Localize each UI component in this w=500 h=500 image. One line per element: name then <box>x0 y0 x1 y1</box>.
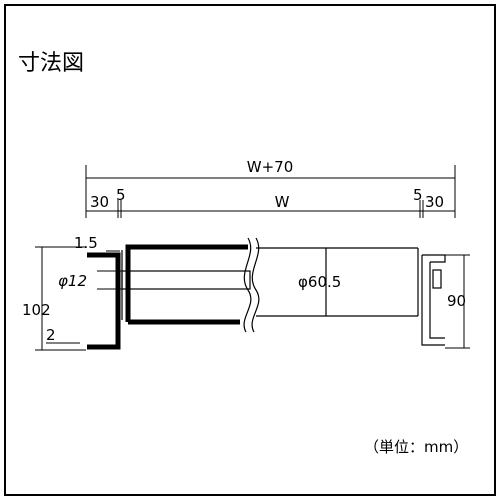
right-frame-top <box>422 254 446 263</box>
roller-bracket <box>125 244 248 322</box>
right-inner-label: 5 <box>413 186 423 204</box>
drawing-title: 寸法図 <box>18 51 84 76</box>
right-outer-label: 30 <box>425 193 444 211</box>
flange-thickness-label: 1.5 <box>74 234 98 252</box>
right-bracket-slot <box>432 269 442 289</box>
shaft <box>121 270 251 290</box>
total-width-label: W+70 <box>247 158 294 176</box>
frame-height-label: 102 <box>22 301 51 319</box>
left-frame-channel <box>87 252 121 350</box>
left-outer-label: 30 <box>90 193 109 211</box>
right-frame-outer <box>421 255 445 346</box>
drawing-border <box>4 4 496 496</box>
right-frame-inner <box>429 262 445 339</box>
break-line-left <box>243 237 252 333</box>
roller-diameter-label: φ60.5 <box>298 273 341 291</box>
width-label: W <box>275 193 290 211</box>
right-height-label: 90 <box>447 292 466 310</box>
unit-note: （単位：mm） <box>364 438 468 456</box>
break-line-right <box>251 237 260 333</box>
bottom-gap-label: 2 <box>46 326 56 344</box>
left-inner-label: 5 <box>116 186 126 204</box>
shaft-diameter-label: φ12 <box>58 272 87 290</box>
